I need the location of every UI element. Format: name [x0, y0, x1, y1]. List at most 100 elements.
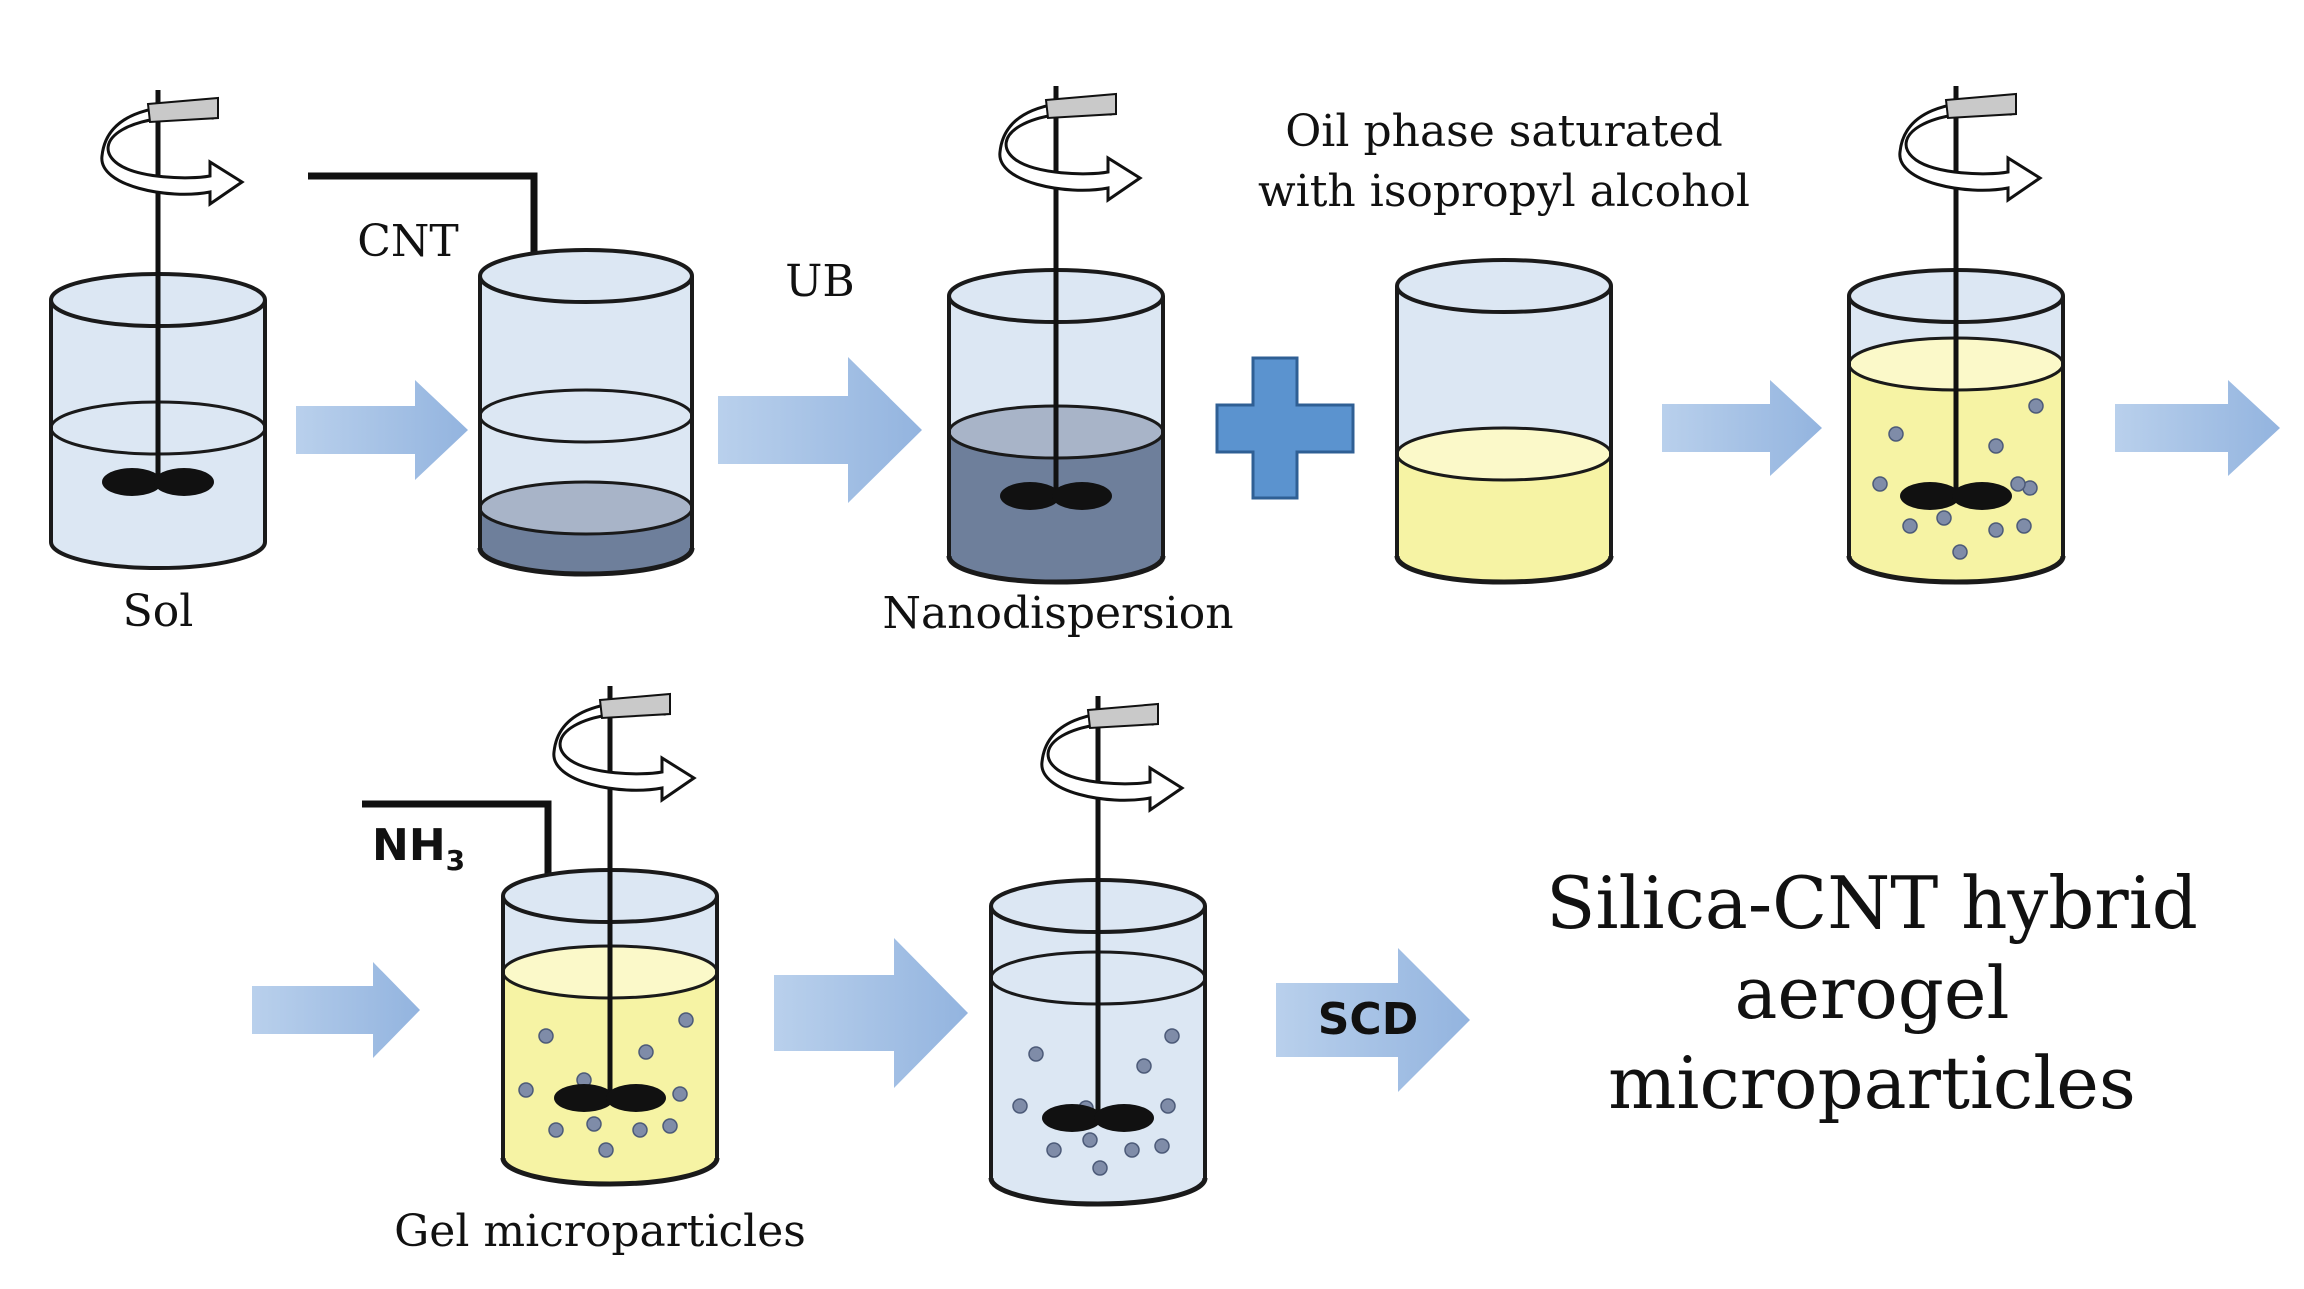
particle	[1164, 1028, 1180, 1044]
particle	[1888, 426, 1904, 442]
particle	[1988, 522, 2004, 538]
particle	[1092, 1160, 1108, 1176]
liquid-surface	[1395, 426, 1613, 482]
rotation-arrow-icon	[1898, 99, 2043, 203]
liquid-surface	[478, 480, 694, 536]
impeller-blade-right	[1952, 482, 2012, 510]
label-nh3: NH3	[372, 820, 465, 877]
liquid	[1397, 454, 1611, 582]
scd-arrow	[1276, 948, 1470, 1092]
result-line1: Silica-CNT hybrid	[1546, 861, 2198, 945]
nh3-subscript: 3	[446, 844, 465, 877]
nh3-feed-line	[362, 800, 552, 888]
flow-arrow-2	[718, 357, 922, 503]
impeller-blade-right	[1094, 1104, 1154, 1132]
rotation-arrow-icon	[1040, 709, 1185, 813]
label-sol: Sol	[123, 586, 194, 637]
beaker-rim	[478, 248, 694, 304]
particle	[1902, 518, 1918, 534]
beaker-bottom-edge	[1846, 555, 2066, 585]
nh3-main: NH	[372, 820, 446, 871]
liquid-surface-upper	[478, 388, 694, 444]
rotation-arrow-icon	[100, 103, 245, 207]
beaker-bottom-edge	[500, 1157, 720, 1187]
beaker-emulsion	[1846, 86, 2066, 585]
rotation-arrow-band	[1086, 702, 1159, 730]
particle	[2010, 476, 2026, 492]
particle	[1028, 1046, 1044, 1062]
beaker-gel	[500, 686, 720, 1187]
particle	[1936, 510, 1952, 526]
particle	[638, 1044, 654, 1060]
rotation-arrow-band	[1044, 92, 1117, 120]
impeller-blade-left	[102, 468, 162, 496]
liquid	[949, 432, 1163, 582]
flow-arrow-5	[252, 962, 420, 1058]
particle	[1988, 438, 2004, 454]
beaker-oil	[1394, 258, 1614, 585]
beaker-bottom-edge	[477, 547, 695, 577]
particle	[1872, 476, 1888, 492]
particle	[1952, 544, 1968, 560]
plus-sign	[1215, 356, 1355, 500]
beaker-bottom-edge	[946, 555, 1166, 585]
label-nanodispersion: Nanodispersion	[882, 588, 1233, 639]
label-oil-line1: Oil phase saturated	[1285, 106, 1723, 157]
impeller-blade-left	[1000, 482, 1060, 510]
particle	[1082, 1132, 1098, 1148]
impeller-blade-right	[1052, 482, 1112, 510]
result-line2: aerogel	[1734, 951, 2009, 1035]
stirrer	[1898, 86, 2043, 510]
rotation-arrow-band	[598, 692, 671, 720]
stirrer	[552, 686, 697, 1112]
beaker-sol	[49, 90, 267, 570]
particle	[678, 1012, 694, 1028]
impeller-blade-left	[1900, 482, 1960, 510]
particle	[1160, 1098, 1176, 1114]
label-gel-microparticles: Gel microparticles	[394, 1206, 806, 1257]
impeller-blade-left	[1042, 1104, 1102, 1132]
stirrer	[100, 90, 245, 496]
particle	[1012, 1098, 1028, 1114]
particle	[632, 1122, 648, 1138]
particle	[598, 1142, 614, 1158]
beaker-nanodispersion	[946, 86, 1166, 585]
rotation-arrow-icon	[998, 99, 1143, 203]
particle	[672, 1086, 688, 1102]
particle	[2016, 518, 2032, 534]
impeller-blade-right	[606, 1084, 666, 1112]
beaker-cnt	[477, 248, 695, 577]
rotation-arrow-band	[1944, 92, 2017, 120]
stirrer	[1040, 696, 1185, 1132]
rotation-arrow-icon	[552, 699, 697, 803]
label-oil-line2: with isopropyl alcohol	[1258, 166, 1750, 217]
stirrer	[998, 86, 1143, 510]
particle	[1154, 1138, 1170, 1154]
beaker-rim	[1395, 258, 1613, 314]
particle	[538, 1028, 554, 1044]
beaker-bottom-edge	[1394, 555, 1614, 585]
particle	[662, 1118, 678, 1134]
impeller-blade-left	[554, 1084, 614, 1112]
flow-arrow-6	[774, 938, 968, 1088]
beaker-washed	[988, 696, 1208, 1207]
cnt-feed-line	[308, 172, 538, 272]
label-cnt: CNT	[357, 216, 459, 267]
beaker-bottom-edge	[988, 1177, 1208, 1207]
particle	[586, 1116, 602, 1132]
particle	[1136, 1058, 1152, 1074]
beakers	[49, 86, 2066, 1207]
rotation-arrow-band	[146, 96, 219, 124]
impeller-blade-right	[154, 468, 214, 496]
label-ub: UB	[785, 256, 854, 307]
particle	[1124, 1142, 1140, 1158]
flow-arrow-4	[2115, 380, 2280, 476]
particle	[2028, 398, 2044, 414]
particle	[1046, 1142, 1062, 1158]
particle	[518, 1082, 534, 1098]
label-scd: SCD	[1318, 994, 1419, 1045]
result-line3: microparticles	[1608, 1041, 2136, 1125]
flow-arrow-1	[296, 380, 468, 480]
